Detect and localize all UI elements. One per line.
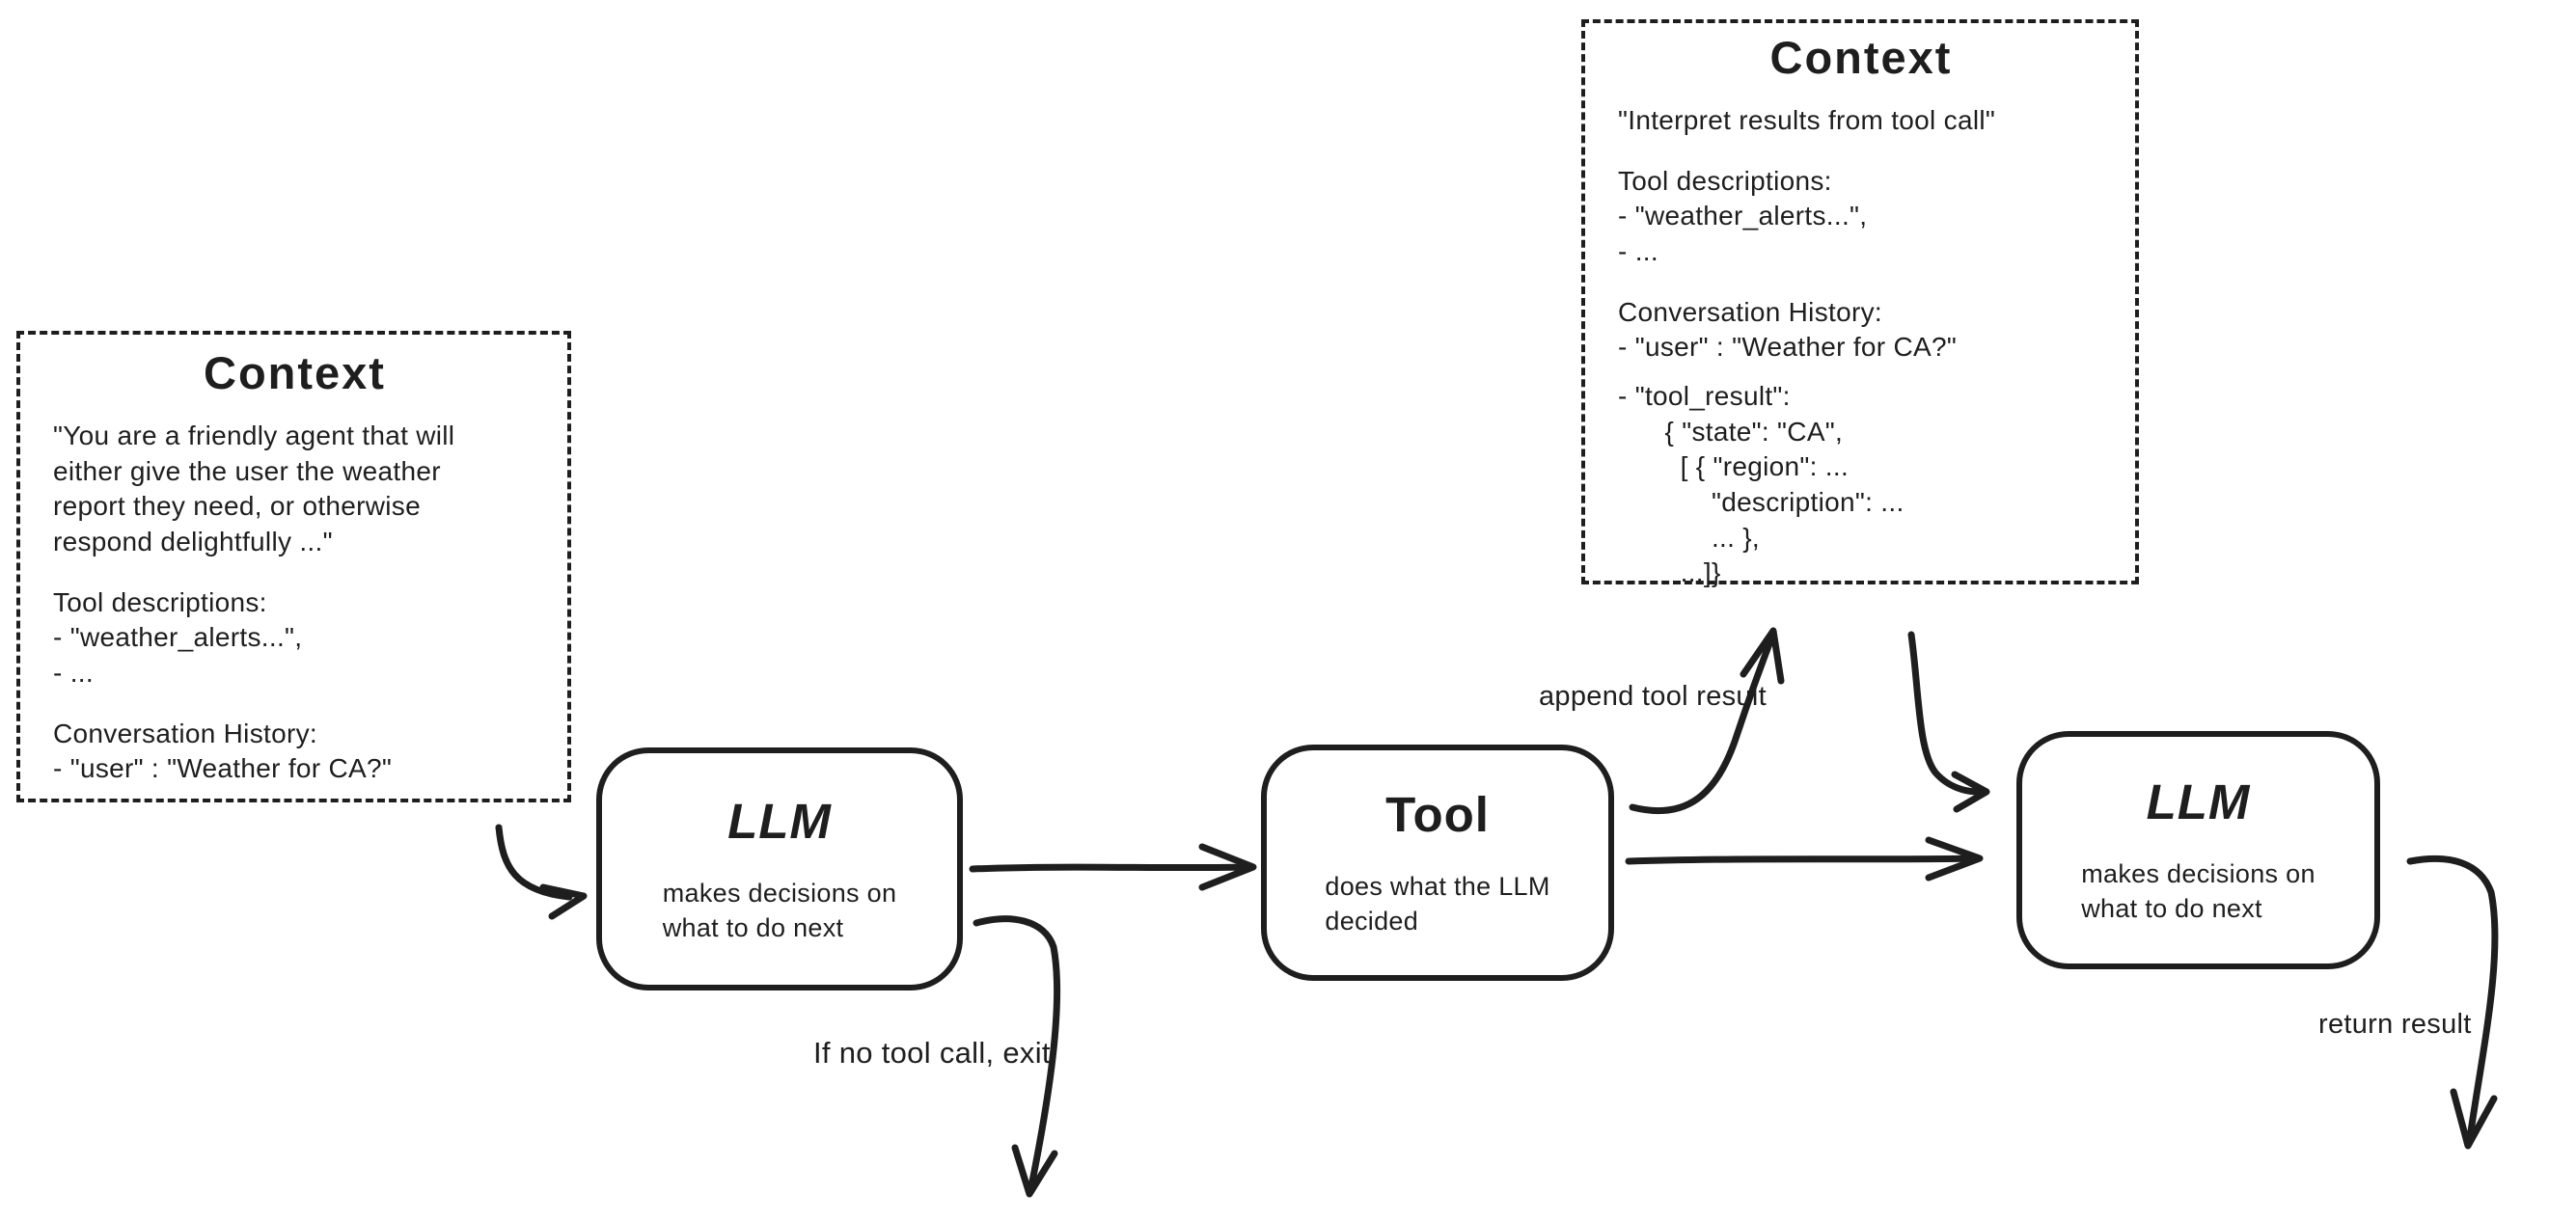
- arrow-line: [2406, 855, 2499, 1142]
- arrowhead: [539, 883, 588, 920]
- llm-node-2-title: LLM: [2146, 774, 2251, 830]
- conversation-history-text: Conversation History: - "user" : "Weathe…: [53, 718, 393, 784]
- tool-node-title: Tool: [1385, 787, 1490, 843]
- llm-node-1: LLM makes decisions on what to do next: [596, 747, 963, 990]
- edge-label-if-no-tool-call-exit: If no tool call, exit: [813, 1036, 1051, 1070]
- arrowhead: [1011, 1144, 1058, 1198]
- arrow-llm1-to-tool: [969, 843, 1257, 891]
- tool-descriptions-text: Tool descriptions: - "weather_alerts..."…: [1618, 165, 1868, 267]
- llm-node-2-subtitle: makes decisions on what to do next: [2081, 859, 2316, 923]
- conversation-history-text: Conversation History: - "user" : "Weathe…: [1618, 296, 1958, 363]
- context-box-initial-title: Context: [204, 347, 386, 398]
- tool-node-subtitle: does what the LLM decided: [1325, 872, 1550, 936]
- arrow-line: [1907, 631, 1984, 796]
- llm-node-1-subtitle: makes decisions on what to do next: [662, 878, 897, 942]
- arrowhead: [1925, 836, 1984, 882]
- arrow-tool-to-llm2: [1625, 836, 1984, 882]
- arrow-tool-to-context-top: [1629, 627, 1785, 815]
- context-box-after-tool: Context "Interpret results from tool cal…: [1581, 19, 2139, 587]
- arrow-llm2-return: [2406, 855, 2499, 1150]
- arrow-context-top-to-llm2: [1907, 631, 1990, 813]
- llm-node-2: LLM makes decisions on what to do next: [2016, 731, 2380, 969]
- tool-result-text: - "tool_result": { "state": "CA", [ { "r…: [1618, 381, 1905, 588]
- tool-node: Tool does what the LLM decided: [1261, 745, 1614, 981]
- edge-label-return-result: return result: [2318, 1009, 2472, 1040]
- context-box-after-tool-title: Context: [1769, 32, 1953, 83]
- arrow-context-left-to-llm1: [495, 824, 588, 920]
- system-prompt-text: "You are a friendly agent that will eith…: [53, 421, 455, 557]
- arrow-line: [495, 824, 573, 901]
- tool-descriptions-text: Tool descriptions: - "weather_alerts..."…: [53, 586, 303, 689]
- edge-label-append-tool-result: append tool result: [1539, 681, 1767, 712]
- arrowhead: [2450, 1088, 2498, 1150]
- arrowhead: [1951, 771, 1990, 813]
- arrow-line: [1629, 630, 1777, 815]
- interpret-results-text: "Interpret results from tool call": [1618, 105, 1996, 135]
- arrow-line: [969, 863, 1249, 873]
- arrow-line: [1625, 855, 1976, 865]
- context-box-initial: Context "You are a friendly agent that w…: [16, 331, 571, 802]
- arrowhead: [1740, 627, 1785, 685]
- arrowhead: [1198, 843, 1257, 891]
- llm-node-1-title: LLM: [727, 793, 832, 849]
